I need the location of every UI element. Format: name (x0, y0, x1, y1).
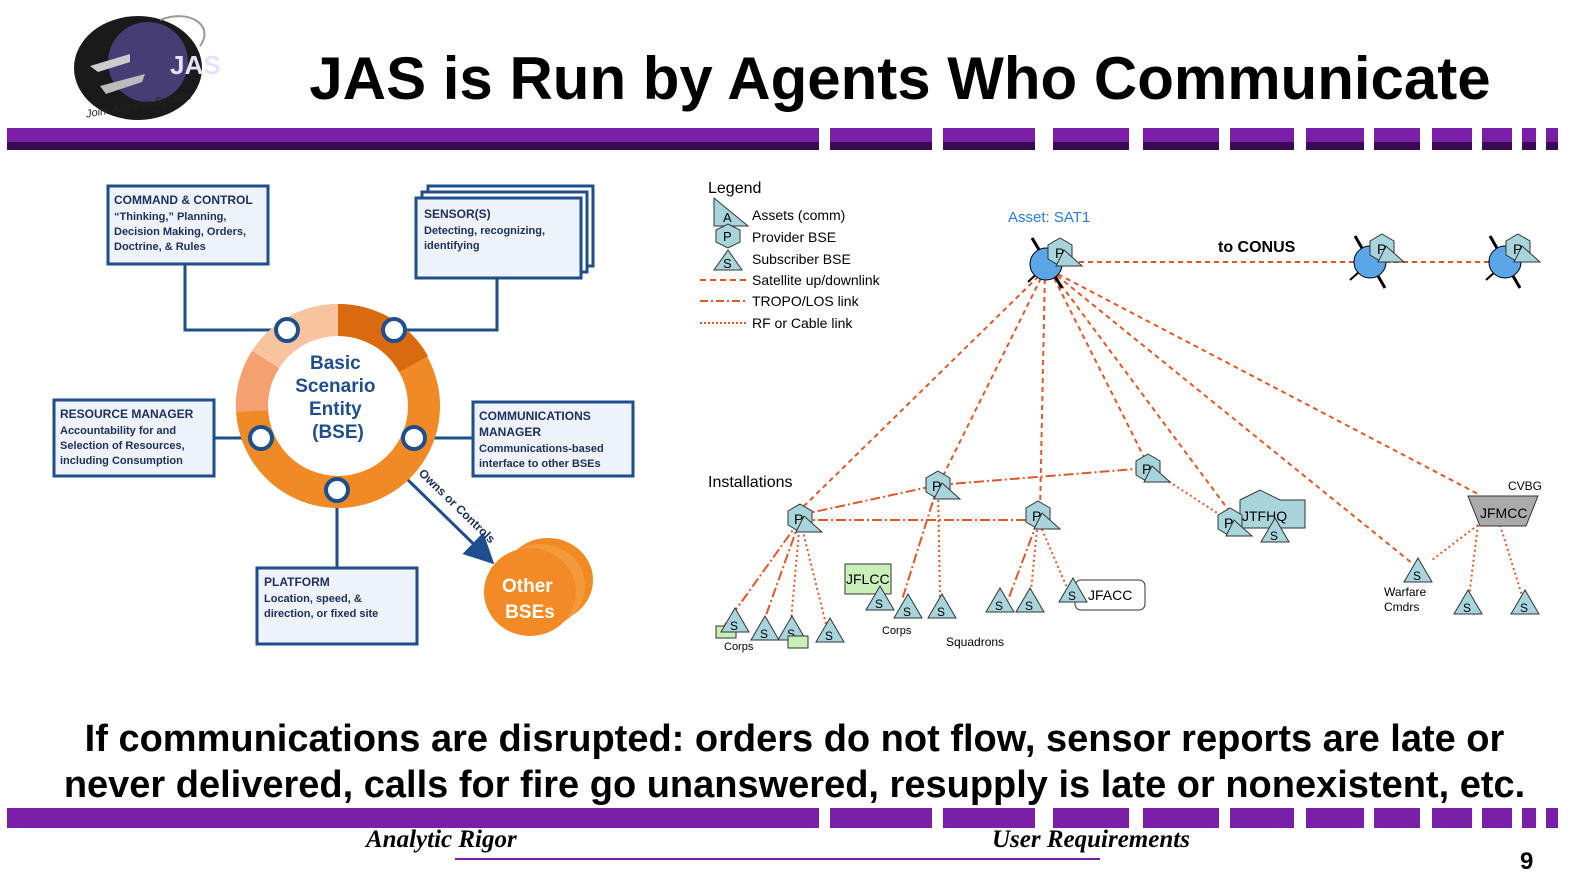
svg-text:S: S (760, 627, 768, 641)
svg-text:P: P (1142, 461, 1151, 477)
installation-node: P (787, 503, 823, 533)
svg-text:P: P (1055, 245, 1064, 261)
asset-sat1-label: Asset: SAT1 (1008, 209, 1090, 226)
footer-left: Analytic Rigor (366, 826, 517, 853)
svg-text:S: S (730, 619, 738, 633)
installations-label: Installations (708, 474, 793, 491)
bse-ring (235, 303, 440, 508)
svg-text:RF or Cable link: RF or Cable link (752, 315, 853, 331)
svg-text:P: P (794, 511, 803, 527)
svg-text:S: S (1270, 529, 1278, 543)
page-number: 9 (1520, 848, 1534, 875)
jfacc-node: JFACC S S S (985, 577, 1146, 613)
conus-sat-2: P (1485, 233, 1541, 289)
svg-text:COMMUNICATIONS MANAGER: COMMUNICATIONS MANAGER (479, 409, 594, 439)
warfare-cmdrs-group: S S S (1403, 557, 1540, 615)
c2-box: COMMAND & CONTROL “Thinking,” Planning, … (106, 184, 270, 266)
svg-text:S: S (1520, 601, 1528, 615)
warfare-cmdrs-label: Warfare Cmdrs (1384, 585, 1430, 614)
bse-ports (248, 317, 427, 503)
squadrons-label: Squadrons (946, 635, 1004, 649)
svg-text:SENSOR(S): SENSOR(S) (424, 207, 491, 221)
footer-underline (455, 858, 1100, 860)
owns-arrow (406, 478, 495, 565)
svg-text:A: A (723, 210, 732, 225)
svg-text:S: S (1068, 589, 1076, 603)
footer-right: User Requirements (992, 826, 1190, 853)
conus-sat-1: P (1349, 233, 1405, 289)
svg-text:S: S (875, 597, 883, 611)
provider-node-3: P (1135, 453, 1171, 483)
bottom-divider-bar (7, 808, 1558, 828)
top-divider-bar (7, 128, 1558, 150)
jfmcc-node: JFMCC (1467, 495, 1539, 527)
svg-text:JFMCC: JFMCC (1480, 505, 1527, 521)
svg-text:COMMAND & CONTROL: COMMAND & CONTROL (114, 193, 253, 207)
svg-text:S: S (787, 627, 795, 641)
platform-box: PLATFORM Location, speed, & direction, o… (255, 566, 419, 646)
svg-text:P: P (723, 229, 732, 244)
bse-diagram: Basic Scenario Entity (BSE) COMMAND & CO… (52, 184, 635, 646)
corps-label-1: Corps (724, 641, 754, 653)
svg-text:S: S (723, 256, 732, 271)
sensor-box: SENSOR(S) Detecting, recognizing, identi… (414, 184, 595, 280)
svg-text:S: S (825, 629, 833, 643)
svg-text:S: S (1025, 599, 1033, 613)
svg-text:P: P (1224, 515, 1233, 531)
jas-logo: JAS Joint Analysis System (74, 15, 220, 121)
to-conus-label: to CONUS (1218, 239, 1296, 256)
svg-text:Accountability for and: Accountability for and Selection of Reso… (60, 425, 188, 467)
svg-text:Detecting, recognizing,: Detecting, recognizing, identifying (424, 225, 548, 252)
bse-core-label: Basic Scenario Entity (BSE) (295, 353, 381, 443)
other-bses: Other BSEs (484, 538, 593, 636)
svg-text:PLATFORM: PLATFORM (264, 575, 330, 589)
svg-text:P: P (1032, 508, 1041, 524)
svg-text:Satellite up/downlink: Satellite up/downlink (752, 272, 881, 288)
svg-text:JFACC: JFACC (1088, 587, 1132, 603)
svg-text:S: S (1463, 601, 1471, 615)
satellite-links (799, 261, 1500, 569)
svg-text:Assets (comm): Assets (comm) (752, 207, 845, 223)
svg-text:JFLCC: JFLCC (846, 571, 890, 587)
svg-text:TROPO/LOS link: TROPO/LOS link (752, 293, 860, 309)
legend: A P S Assets (comm) Provider BSE Subscri… (700, 196, 881, 331)
network-diagram: Legend A P S Assets (comm) Provider BSE … (700, 180, 1542, 653)
tropo-links (719, 467, 1149, 633)
svg-text:S: S (1413, 569, 1421, 583)
svg-text:RESOURCE MANAGER: RESOURCE MANAGER (60, 407, 194, 421)
corps-label-2: Corps (882, 625, 912, 637)
slide-title: JAS is Run by Agents Who Communicate (309, 45, 1491, 112)
svg-text:Provider BSE: Provider BSE (752, 229, 836, 245)
jflcc-node: JFLCC S S S (844, 563, 957, 619)
svg-text:Location, speed, & direc: Location, speed, & direction, or fixed s… (264, 593, 378, 620)
jtfhq-node: JTFHQ P S (1217, 489, 1306, 543)
svg-text:“Thinking,” Planning, De: “Thinking,” Planning, Decision Making, O… (114, 211, 249, 253)
svg-text:JTFHQ: JTFHQ (1242, 508, 1287, 524)
logo-abbr: JAS (170, 50, 220, 80)
corps-group-left: S S S S (715, 607, 845, 649)
svg-text:P: P (932, 478, 941, 494)
sat1-node: P (1027, 237, 1083, 289)
bottom-statement-line2: never delivered, calls for fire go unans… (63, 764, 1526, 806)
svg-text:P: P (1377, 241, 1386, 257)
provider-node-2: P (925, 470, 961, 500)
communications-manager-box: COMMUNICATIONS MANAGER Communications-ba… (471, 400, 635, 478)
svg-text:P: P (1513, 241, 1522, 257)
provider-node-4: P (1025, 500, 1061, 530)
resource-manager-box: RESOURCE MANAGER Accountability for and … (52, 398, 216, 478)
bottom-statement-line1: If communications are disrupted: orders … (84, 718, 1505, 760)
svg-text:S: S (995, 599, 1003, 613)
svg-text:S: S (903, 605, 911, 619)
owns-arrow-label: Owns or Controls (416, 466, 498, 546)
svg-text:Communications-based int: Communications-based interface to other … (479, 443, 607, 470)
cvbg-label: CVBG (1508, 479, 1542, 493)
svg-text:Subscriber BSE: Subscriber BSE (752, 251, 851, 267)
svg-text:Other BSEs: Other BSEs (502, 576, 558, 623)
svg-text:S: S (937, 605, 945, 619)
legend-title: Legend (708, 180, 761, 197)
